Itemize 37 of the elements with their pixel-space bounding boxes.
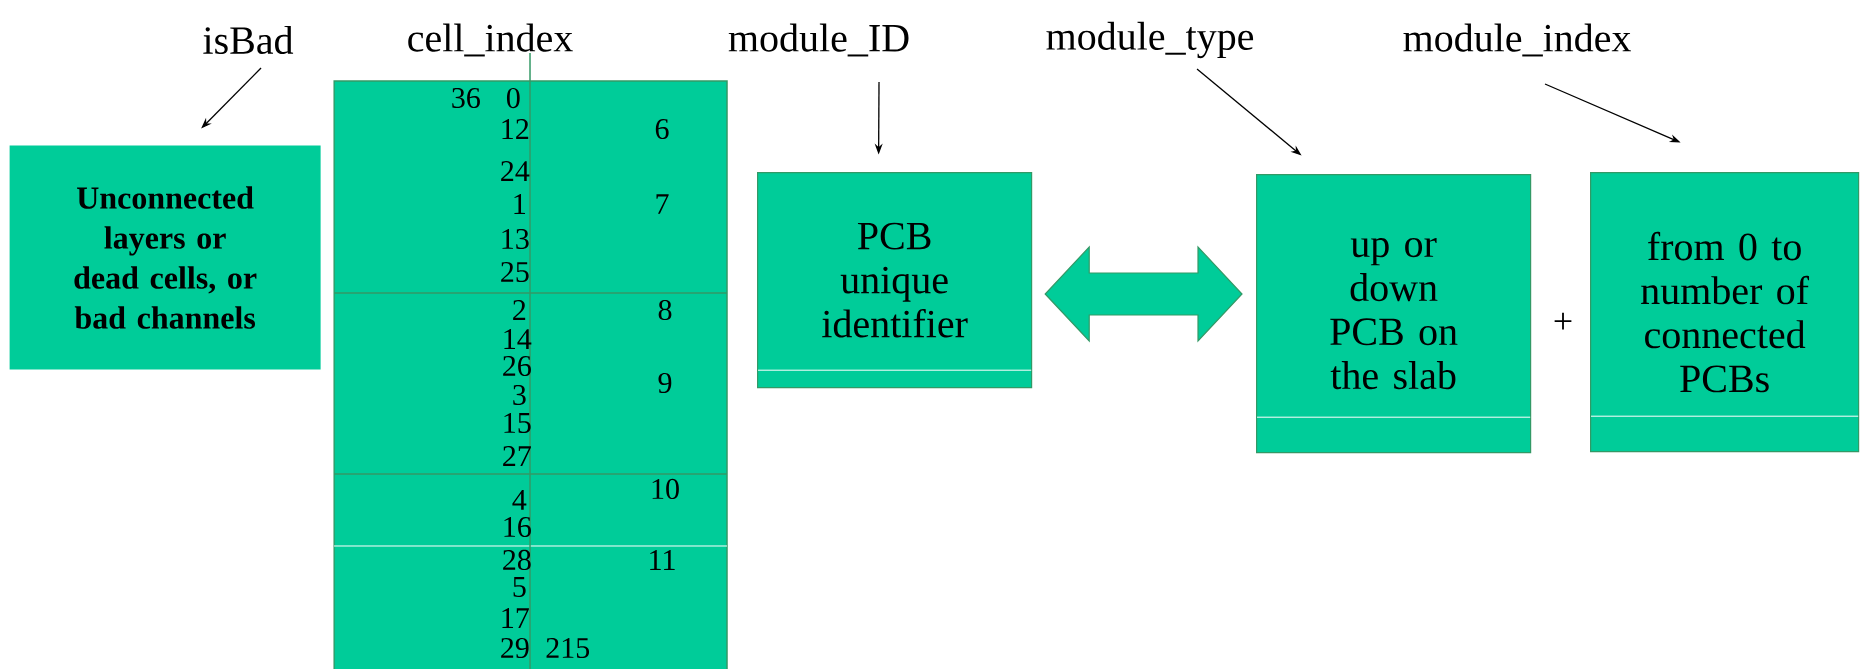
text-box: from 0 to number of connected PCBs xyxy=(1590,172,1860,453)
cell-number: 13 xyxy=(502,228,529,250)
cell-number: 25 xyxy=(501,261,529,283)
cell-number: 2 xyxy=(513,300,526,320)
field-name: module_type xyxy=(1046,21,1254,59)
cell-number: 14 xyxy=(504,329,532,349)
field-name: module_index xyxy=(1403,23,1631,57)
cell-number: 27 xyxy=(503,446,531,466)
cell-number: 12 xyxy=(502,119,529,139)
double-arrow xyxy=(1044,245,1243,343)
cell-number: 28 xyxy=(503,549,531,571)
cell-number: 36 xyxy=(452,87,480,109)
cell-number: 5 xyxy=(513,577,526,597)
text-box: PCB unique identifier xyxy=(757,172,1033,389)
text-box: Unconnected layers or dead cells, or bad channels xyxy=(9,145,321,370)
cell-number: 15 xyxy=(504,412,531,434)
field-name: cell_index xyxy=(408,23,573,57)
cell-number: 26 xyxy=(503,355,531,377)
cell-number: 10 xyxy=(652,478,679,500)
plus-sign: + xyxy=(1554,312,1572,330)
cell-number: 8 xyxy=(658,299,672,321)
cell-number: 215 xyxy=(546,637,590,659)
cell-number: 17 xyxy=(502,608,529,628)
cell-number: 6 xyxy=(655,118,669,140)
field-name: module_ID xyxy=(728,23,909,57)
cell-number: 4 xyxy=(512,490,527,510)
cell-number: 7 xyxy=(656,194,669,214)
cell-number: 9 xyxy=(658,372,672,394)
cell-number: 29 xyxy=(501,637,529,659)
cell-number: 16 xyxy=(504,516,531,538)
cell-number: 1 xyxy=(514,194,525,214)
cell-number: 24 xyxy=(501,161,530,181)
field-name: isBad xyxy=(203,25,294,55)
cell-number: 11 xyxy=(650,550,675,570)
cell-number: 0 xyxy=(506,87,520,109)
text-box: up or down PCB on the slab xyxy=(1256,174,1532,454)
cell-number: 3 xyxy=(513,384,526,406)
